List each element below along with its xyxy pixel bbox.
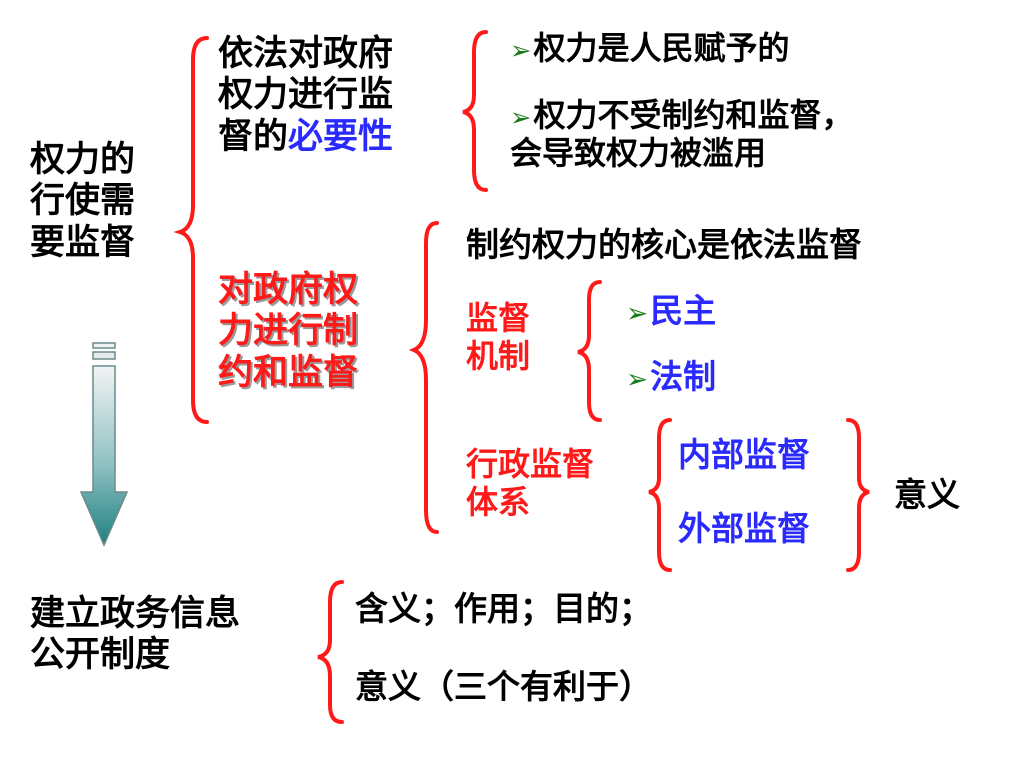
point-text: 权力是人民赋予的 [533, 29, 790, 67]
bracket-root [173, 36, 209, 424]
necessity-line-text: 督的 [218, 116, 289, 157]
bracket-admin-right [846, 418, 870, 572]
triangle-bullet-icon: ➢ [510, 103, 532, 133]
mechanism-line: 监督 [466, 299, 531, 337]
mechanism-label: 监督 机制 [466, 299, 531, 376]
info-line: 建立政务信息 [30, 594, 241, 634]
necessity-point-2: ➢权力不受制约和监督， 会导致权力被滥用 [510, 96, 854, 173]
bracket-mechanism [577, 280, 602, 422]
admin-system-line: 行政监督 [466, 445, 595, 483]
necessity-line: 依法对政府 [218, 34, 394, 74]
admin-system-label: 行政监督 体系 [466, 445, 595, 522]
root-topic: 权力的 行使需 要监督 [30, 140, 135, 264]
internal-supervision: 内部监督 [678, 435, 810, 474]
info-item-2: 意义（三个有利于） [355, 667, 652, 706]
info-disclosure-topic: 建立政务信息 公开制度 [30, 594, 240, 677]
mechanism-item-law: ➢法制 [626, 357, 717, 397]
mechanism-line: 机制 [466, 336, 531, 375]
necessity-line: 督的必要性 [218, 117, 393, 158]
supervise-topic: 对政府权 力进行制 约和监督 [218, 270, 358, 394]
bracket-necessity [462, 30, 488, 192]
mechanism-item-democracy: ➢民主 [626, 291, 717, 331]
core-statement: 制约权力的核心是依法监督 [466, 225, 862, 264]
necessity-line: 权力进行监 [218, 75, 394, 116]
mechanism-item-text: 法制 [650, 357, 717, 396]
supervise-line: 力进行制 [218, 311, 359, 352]
down-arrow-icon [79, 342, 129, 547]
necessity-topic: 依法对政府 权力进行监 督的必要性 [218, 34, 393, 158]
info-item-1: 含义；作用；目的； [355, 589, 652, 628]
bracket-info [317, 580, 344, 724]
root-line: 权力的 [30, 140, 136, 180]
point-text: 会导致权力被滥用 [510, 133, 767, 172]
admin-meaning: 意义 [894, 475, 960, 514]
admin-system-line: 体系 [466, 482, 531, 521]
bracket-admin-left [648, 418, 672, 572]
external-supervision: 外部监督 [678, 509, 810, 548]
root-line: 行使需 [30, 181, 136, 222]
supervise-line: 对政府权 [218, 270, 359, 310]
necessity-point-1: ➢权力是人民赋予的 [510, 29, 790, 68]
triangle-bullet-icon: ➢ [626, 364, 649, 395]
info-line: 公开制度 [30, 635, 171, 676]
triangle-bullet-icon: ➢ [510, 36, 532, 66]
root-line: 要监督 [30, 222, 136, 263]
mechanism-item-text: 民主 [650, 291, 717, 330]
necessity-emphasis: 必要性 [288, 116, 394, 157]
triangle-bullet-icon: ➢ [626, 298, 649, 329]
point-text: 权力不受制约和监督， [533, 96, 854, 134]
bracket-supervise [408, 221, 439, 534]
supervise-line: 约和监督 [218, 352, 359, 393]
